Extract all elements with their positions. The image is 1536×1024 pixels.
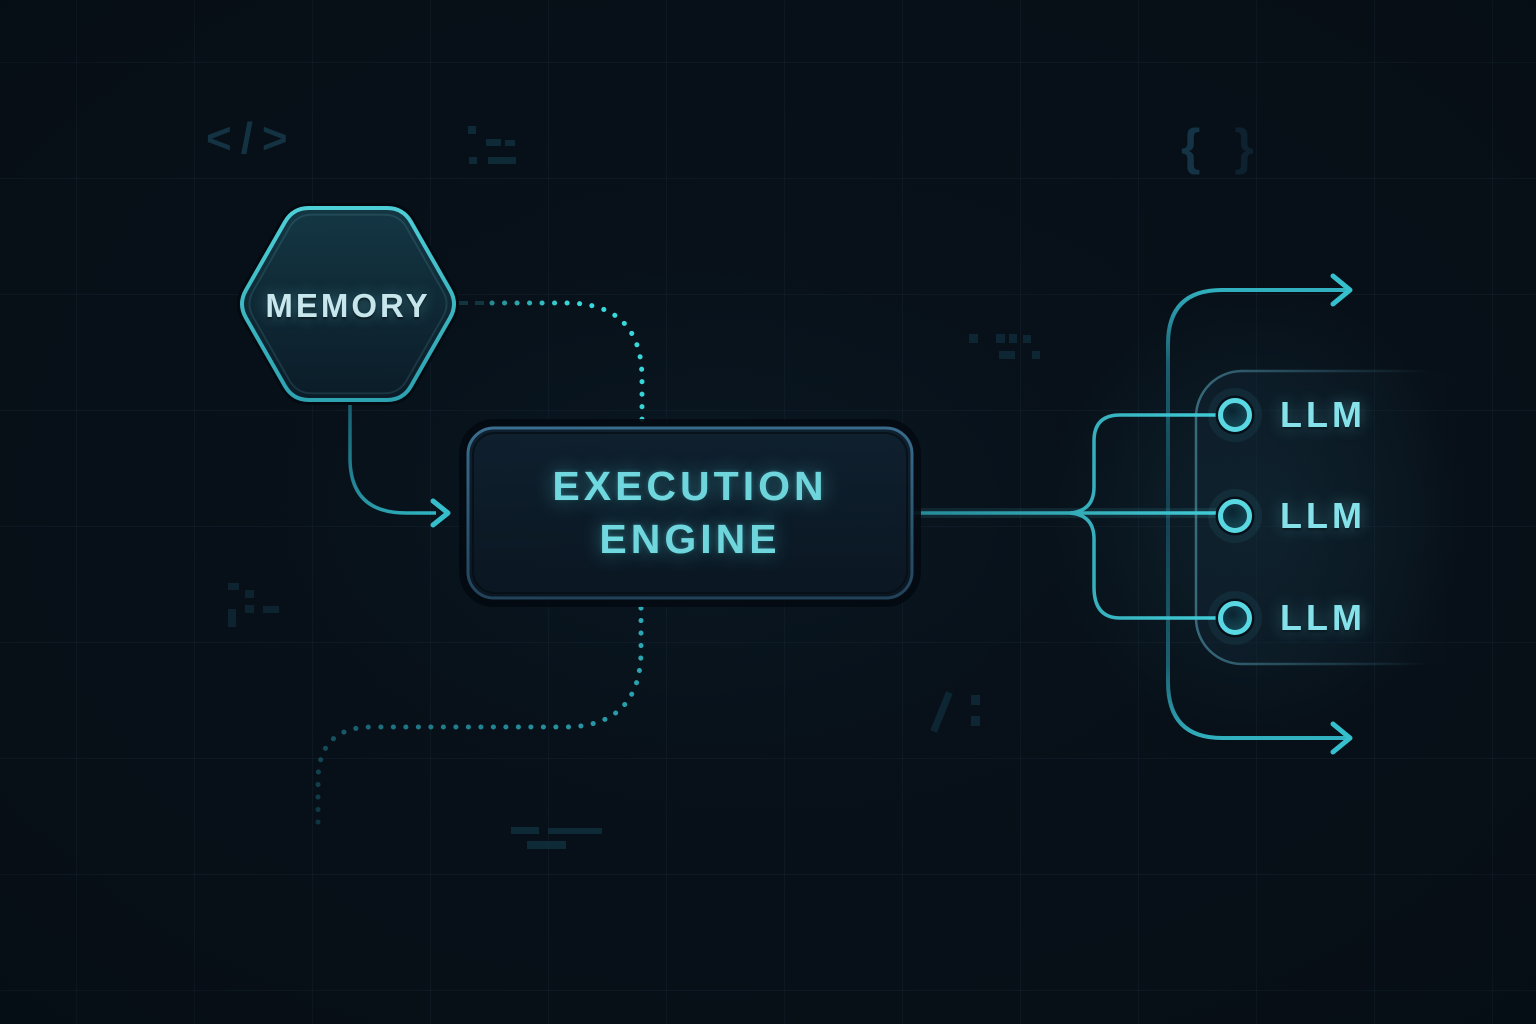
- engine-label-line1: EXECUTION: [552, 463, 828, 509]
- llm-node-3-circle-icon: [1208, 591, 1262, 645]
- execution-engine-label: EXECUTION ENGINE: [468, 428, 912, 598]
- memory-node-label: MEMORY: [265, 287, 431, 324]
- llm-node-3-label: LLM: [1280, 597, 1366, 638]
- engine-label-line2: ENGINE: [599, 516, 781, 562]
- llm-node-1-circle-icon: [1208, 388, 1262, 442]
- llm-node-2-circle-icon: [1208, 489, 1262, 543]
- llm-node-1-label: LLM: [1280, 394, 1366, 435]
- llm-node-2-label: LLM: [1280, 495, 1366, 536]
